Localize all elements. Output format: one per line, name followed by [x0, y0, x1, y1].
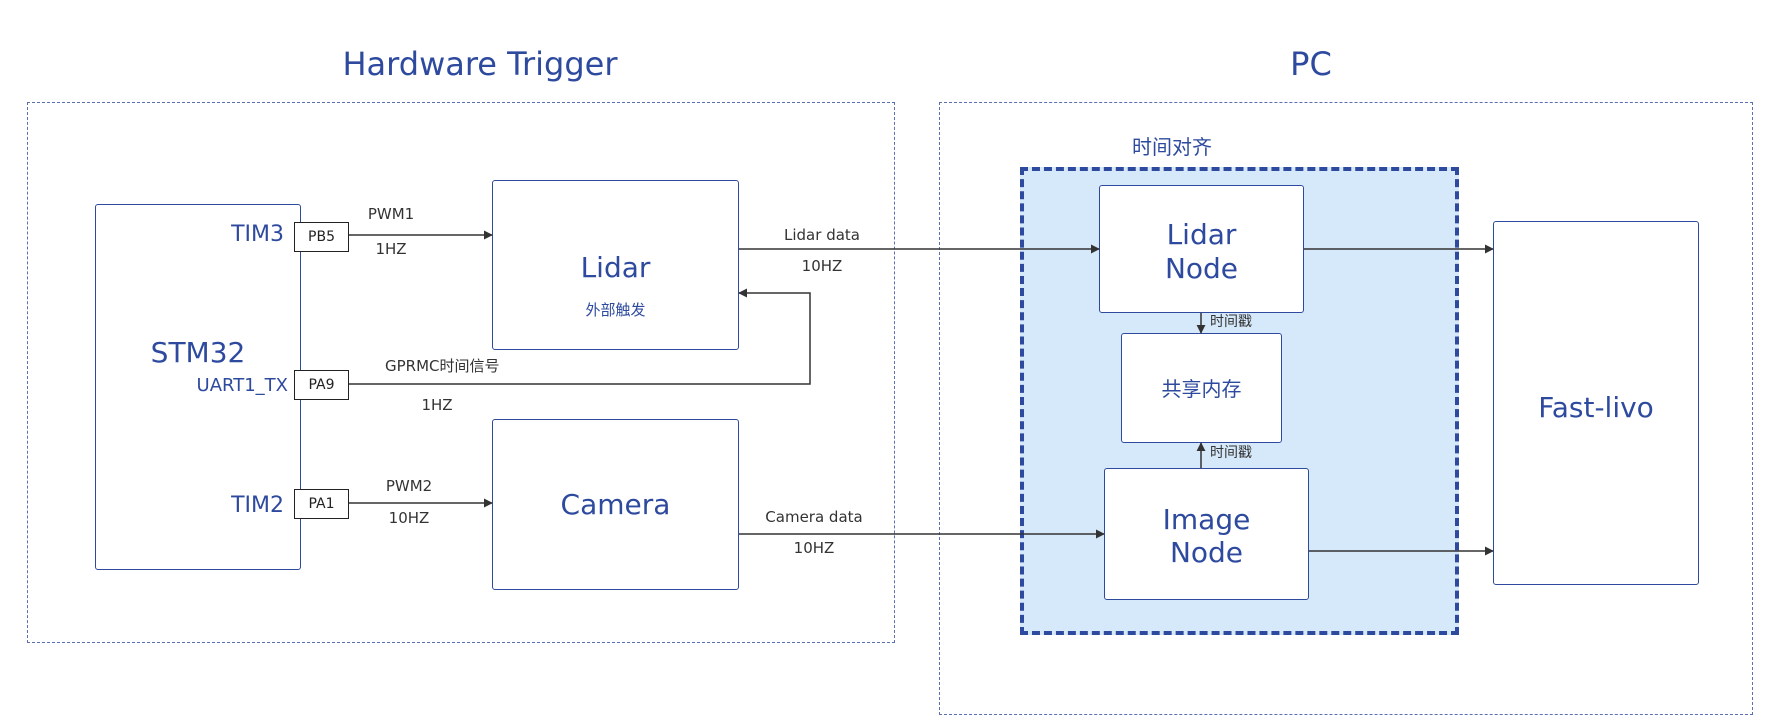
hardware-trigger-title: Hardware Trigger — [342, 45, 618, 83]
shared-memory-box: 共享内存 — [1121, 333, 1282, 443]
gprmc-frequency-label: 1HZ — [421, 396, 453, 414]
time-alignment-title: 时间对齐 — [1132, 135, 1212, 159]
pin-pa9: PA9 — [294, 370, 349, 400]
timestamp-label-top: 时间戳 — [1210, 314, 1252, 330]
pwm2-frequency-label: 10HZ — [388, 509, 430, 527]
fast-livo-label: Fast-livo — [1538, 391, 1654, 424]
lidar-node-label-line1: Lidar — [1166, 218, 1237, 251]
lidar-label: Lidar — [580, 251, 651, 284]
fast-livo-box: Fast-livo — [1493, 221, 1699, 585]
tim3-label: TIM3 — [231, 222, 284, 247]
pwm1-frequency-label: 1HZ — [375, 240, 407, 258]
lidar-data-label: Lidar data — [784, 226, 860, 244]
stm32-box — [95, 204, 301, 570]
camera-label: Camera — [560, 488, 671, 521]
timestamp-label-bottom: 时间戳 — [1210, 445, 1252, 461]
camera-data-frequency-label: 10HZ — [793, 539, 835, 557]
hardware-trigger-group — [27, 102, 895, 643]
lidar-node-box: Lidar Node — [1099, 185, 1304, 313]
pin-pb5: PB5 — [294, 222, 349, 252]
image-node-label-line1: Image — [1162, 503, 1251, 536]
tim2-label: TIM2 — [231, 493, 284, 518]
camera-data-label: Camera data — [765, 508, 863, 526]
pwm1-label: PWM1 — [367, 205, 415, 223]
lidar-node-label-line2: Node — [1164, 252, 1239, 285]
uart1-tx-label: UART1_TX — [196, 375, 288, 396]
stm32-label: STM32 — [150, 336, 246, 369]
pwm2-label: PWM2 — [385, 477, 433, 495]
gprmc-label: GPRMC时间信号 — [385, 357, 500, 375]
pin-pa1: PA1 — [294, 489, 349, 519]
gprmc-arrow — [349, 288, 811, 385]
image-node-label-line2: Node — [1169, 536, 1244, 569]
camera-box: Camera — [492, 419, 739, 590]
shared-memory-label: 共享内存 — [1161, 377, 1242, 401]
pc-group — [939, 102, 1753, 715]
pc-title: PC — [1290, 45, 1332, 83]
lidar-external-trigger-label: 外部触发 — [585, 301, 646, 319]
image-node-box: Image Node — [1104, 468, 1309, 600]
lidar-box: Lidar 外部触发 — [492, 180, 739, 350]
lidar-data-frequency-label: 10HZ — [801, 257, 843, 275]
